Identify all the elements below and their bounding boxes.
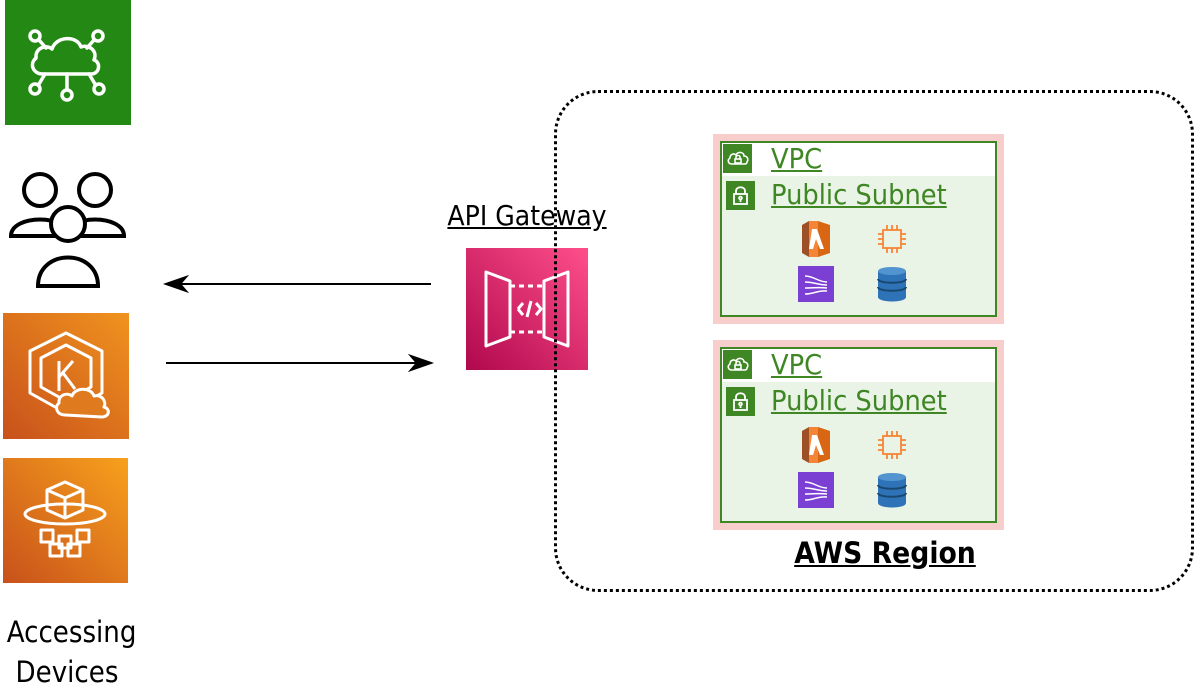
ec2-instance-2 xyxy=(874,427,910,463)
vpc-label-2: VPC xyxy=(771,348,823,381)
lambda-2 xyxy=(798,425,834,465)
greengrass-tile xyxy=(3,458,128,583)
public-subnet-area-2 xyxy=(722,382,995,521)
vpc-cloud-lock-icon xyxy=(727,357,749,371)
dynamodb-1 xyxy=(874,265,910,303)
users-tile xyxy=(5,168,131,290)
api-gateway-tile xyxy=(466,248,588,370)
vpc-cloud-lock-icon xyxy=(727,151,749,165)
kinesis-icon xyxy=(798,472,834,508)
vpc-group-2: VPC Public Subnet xyxy=(713,340,1004,530)
eks-tile xyxy=(3,313,129,439)
users-icon xyxy=(8,172,127,288)
iot-core-tile xyxy=(5,0,131,125)
dynamodb-icon xyxy=(877,473,907,508)
aws-region-boundary xyxy=(554,90,1194,592)
padlock-icon xyxy=(733,186,748,205)
accessing-devices-caption: Accessing Devices xyxy=(0,612,137,692)
connection-arrows xyxy=(162,274,435,373)
vpc-badge-2 xyxy=(723,350,752,379)
dynamodb-2 xyxy=(874,471,910,509)
ec2-instance-icon xyxy=(878,431,906,459)
vpc-label-1: VPC xyxy=(771,142,823,175)
lambda-1 xyxy=(798,219,834,259)
aws-region-label: AWS Region xyxy=(794,536,976,570)
public-subnet-area-1 xyxy=(722,176,995,315)
kinesis-icon xyxy=(798,266,834,302)
api-gateway-icon xyxy=(484,270,570,348)
iot-greengrass-icon xyxy=(23,480,107,558)
iot-cloud-icon xyxy=(28,29,106,102)
subnet-badge-1 xyxy=(726,181,755,210)
public-subnet-label-2: Public Subnet xyxy=(771,384,947,417)
ec2-instance-1 xyxy=(874,221,910,257)
ec2-instance-icon xyxy=(878,225,906,253)
vpc-group-1: VPC Public Subnet xyxy=(713,134,1004,324)
arrow-head-right xyxy=(407,353,435,373)
caption-line-2: Devices xyxy=(15,655,119,689)
api-gateway-label: API Gateway xyxy=(447,199,607,232)
vpc-container-1: VPC Public Subnet xyxy=(720,141,997,317)
dynamodb-icon xyxy=(877,267,907,302)
padlock-icon xyxy=(733,392,748,411)
vpc-badge-1 xyxy=(723,144,752,173)
eks-cloud-icon xyxy=(28,331,110,419)
arrow-head-left xyxy=(162,274,190,294)
kinesis-2 xyxy=(798,472,834,508)
aws-lambda-icon xyxy=(802,221,830,257)
kinesis-1 xyxy=(798,266,834,302)
vpc-container-2: VPC Public Subnet xyxy=(720,347,997,523)
aws-lambda-icon xyxy=(802,427,830,463)
caption-line-1: Accessing xyxy=(6,615,137,649)
subnet-badge-2 xyxy=(726,387,755,416)
public-subnet-label-1: Public Subnet xyxy=(771,178,947,211)
